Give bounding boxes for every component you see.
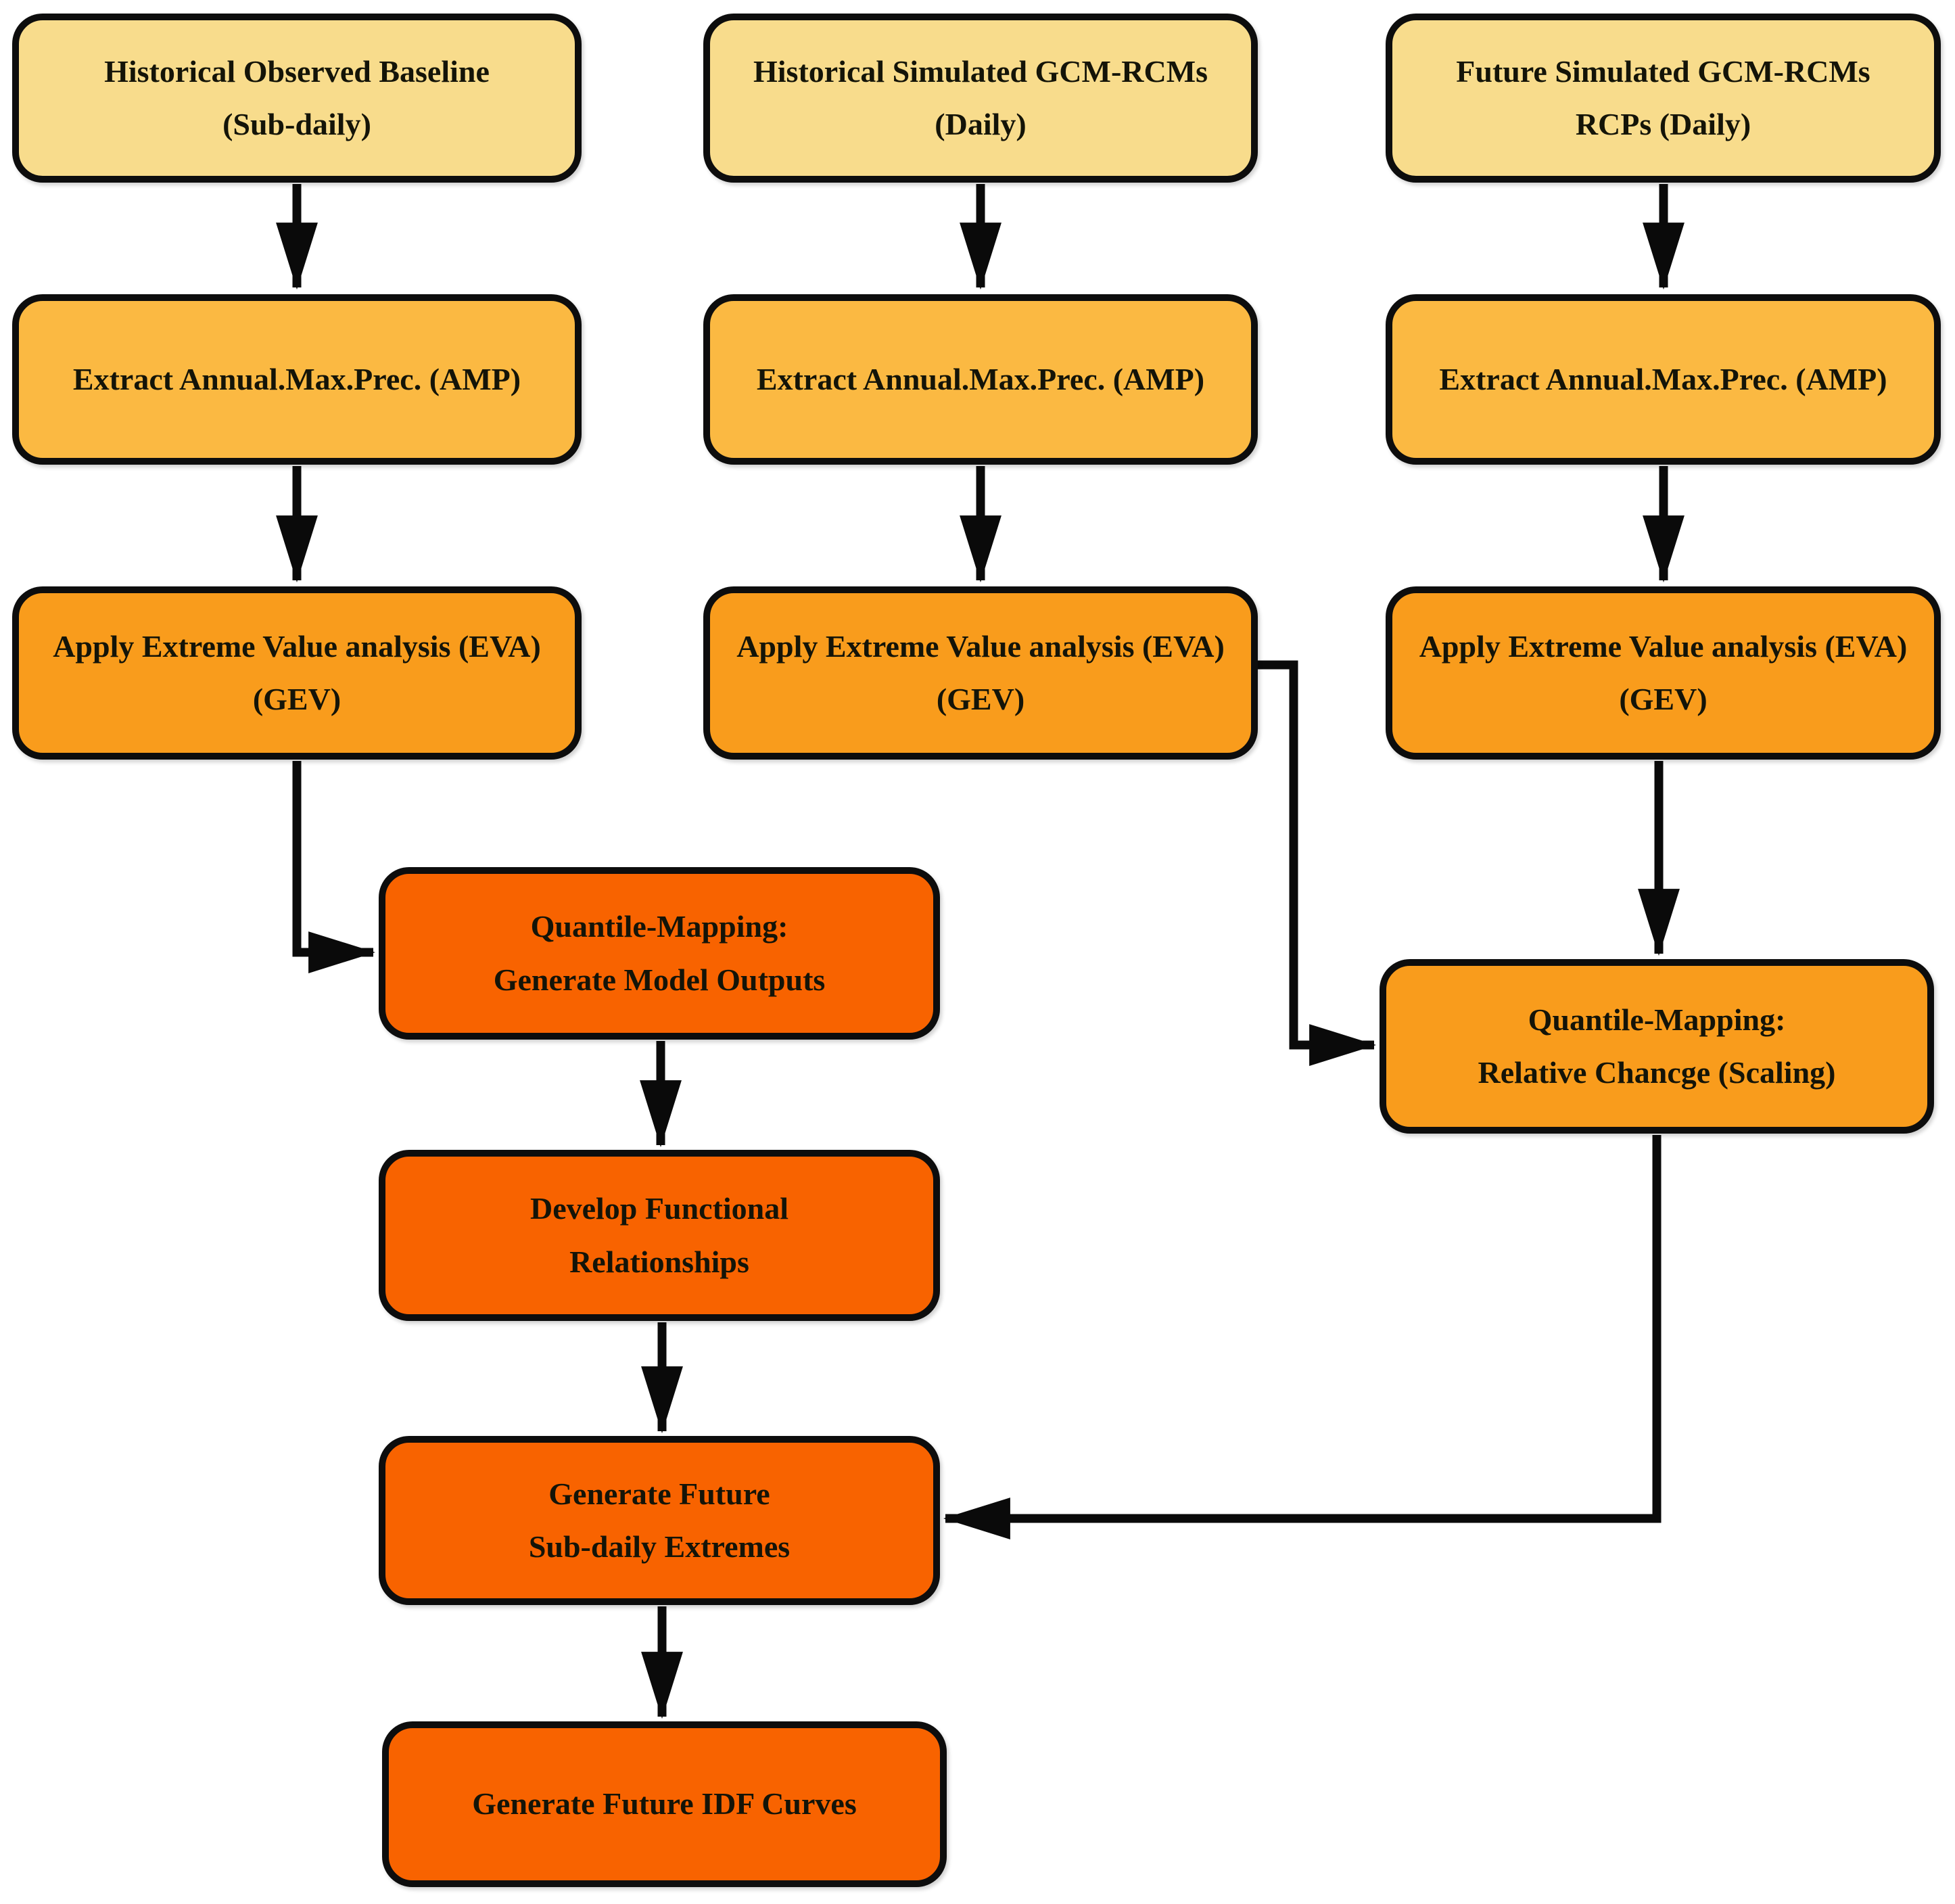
node-label: Historical Simulated GCM-RCMs (Daily) (753, 53, 1208, 141)
node-label: Historical Observed Baseline (Sub-daily) (104, 53, 490, 141)
node-label: Apply Extreme Value analysis (EVA) (GEV) (736, 628, 1225, 716)
node-historical-observed-baseline: Historical Observed Baseline (Sub-daily) (12, 14, 582, 183)
node-label: Generate Future Sub-daily Extremes (528, 1476, 791, 1564)
node-label: Future Simulated GCM-RCMs RCPs (Daily) (1456, 53, 1870, 141)
node-extract-amp-1: Extract Annual.Max.Prec. (AMP) (12, 294, 582, 465)
node-eva-3: Apply Extreme Value analysis (EVA) (GEV) (1386, 586, 1941, 760)
node-eva-1: Apply Extreme Value analysis (EVA) (GEV) (12, 586, 582, 760)
node-label: Generate Future IDF Curves (472, 1786, 857, 1821)
arrow-eva1-to-qm-generate (292, 761, 376, 973)
node-label: Quantile-Mapping: Generate Model Outputs (493, 909, 826, 997)
arrow-eva2-to-qm-scaling (1256, 660, 1377, 1066)
node-label: Develop Functional Relationships (529, 1191, 789, 1279)
node-label: Quantile-Mapping: Relative Chancge (Scal… (1478, 1002, 1836, 1090)
node-label: Extract Annual.Max.Prec. (AMP) (72, 361, 521, 396)
node-label: Apply Extreme Value analysis (EVA) (GEV) (53, 628, 541, 716)
node-future-simulated-gcm-rcms: Future Simulated GCM-RCMs RCPs (Daily) (1386, 14, 1941, 183)
node-develop-functional-relationships: Develop Functional Relationships (379, 1150, 940, 1321)
node-generate-future-sub-daily-extremes: Generate Future Sub-daily Extremes (379, 1436, 940, 1605)
node-label: Apply Extreme Value analysis (EVA) (GEV) (1419, 628, 1908, 716)
node-extract-amp-3: Extract Annual.Max.Prec. (AMP) (1386, 294, 1941, 465)
node-historical-simulated-gcm-rcms: Historical Simulated GCM-RCMs (Daily) (703, 14, 1258, 183)
node-extract-amp-2: Extract Annual.Max.Prec. (AMP) (703, 294, 1258, 465)
node-quantile-mapping-generate-model-outputs: Quantile-Mapping: Generate Model Outputs (379, 867, 940, 1040)
node-eva-2: Apply Extreme Value analysis (EVA) (GEV) (703, 586, 1258, 760)
node-label: Extract Annual.Max.Prec. (AMP) (756, 361, 1205, 396)
node-generate-future-idf-curves: Generate Future IDF Curves (382, 1721, 947, 1887)
node-quantile-mapping-relative-change-scaling: Quantile-Mapping: Relative Chancge (Scal… (1380, 959, 1934, 1134)
arrow-qm-scaling-to-gen-subdaily (943, 1135, 1662, 1539)
node-label: Extract Annual.Max.Prec. (AMP) (1439, 361, 1887, 396)
